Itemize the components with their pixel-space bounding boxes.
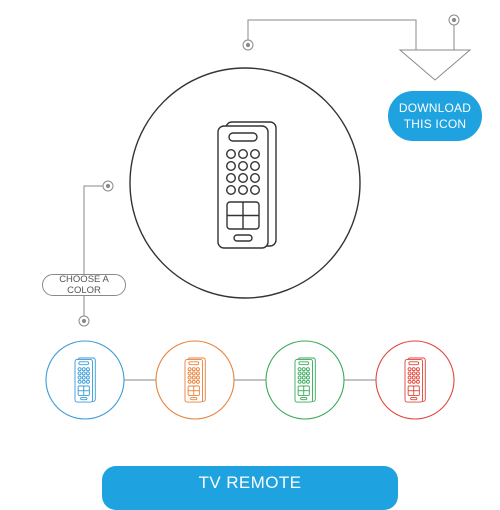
tv-remote-icon (74, 357, 96, 403)
remote-number-button (411, 367, 416, 372)
remote-bottom-button (190, 397, 198, 401)
remote-number-button (301, 379, 306, 384)
download-connector (242, 14, 460, 51)
choose-color-label: CHOOSE A COLOR (59, 274, 109, 296)
remote-number-button (238, 149, 249, 160)
remote-number-button (225, 149, 237, 160)
remote-number-button (77, 367, 82, 372)
remote-dpad (187, 385, 200, 396)
remote-number-button (250, 185, 261, 196)
remote-power-button (188, 361, 200, 366)
download-button[interactable]: DOWNLOAD THIS ICON (388, 91, 482, 141)
remote-number-button (250, 161, 261, 172)
remote-number-button (225, 173, 237, 184)
remote-dpad (407, 385, 420, 396)
remote-number-button (411, 371, 416, 376)
color-variant-green[interactable] (265, 340, 345, 420)
remote-bottom-button (233, 234, 253, 242)
choose-color-connector (78, 180, 114, 327)
remote-number-button (301, 367, 306, 372)
download-label-line1: DOWNLOAD (398, 101, 472, 115)
remote-number-button (411, 379, 416, 384)
remote-number-button (297, 367, 302, 372)
remote-number-button (238, 173, 249, 184)
remote-number-button (407, 379, 412, 384)
remote-number-button (187, 375, 192, 380)
remote-power-button (228, 132, 258, 142)
tv-remote-icon[interactable] (217, 121, 277, 249)
remote-power-button (408, 361, 420, 366)
main-icon-circle (129, 67, 361, 299)
remote-number-button (85, 367, 90, 372)
color-variant-orange[interactable] (155, 340, 235, 420)
remote-number-button (195, 371, 200, 376)
remote-number-button (77, 375, 82, 380)
remote-number-button (238, 161, 249, 172)
icon-title-bar: TV REMOTE (102, 466, 398, 510)
remote-bottom-button (300, 397, 308, 401)
remote-number-button (305, 371, 310, 376)
remote-number-button (407, 375, 412, 380)
icon-title: TV REMOTE (198, 473, 302, 492)
remote-power-button (298, 361, 310, 366)
remote-number-button (415, 371, 420, 376)
remote-number-button (297, 371, 302, 376)
remote-number-button (85, 371, 90, 376)
remote-number-button (77, 379, 82, 384)
remote-number-button (81, 379, 86, 384)
remote-number-button (191, 371, 196, 376)
remote-number-button (191, 367, 196, 372)
remote-number-button (195, 375, 200, 380)
color-variant-blue[interactable] (45, 340, 125, 420)
remote-number-button (81, 367, 86, 372)
remote-number-button (305, 367, 310, 372)
download-arrow-icon[interactable] (398, 49, 472, 81)
remote-number-button (301, 371, 306, 376)
remote-number-button (81, 375, 86, 380)
tv-remote-icon (294, 357, 316, 403)
remote-number-button (81, 371, 86, 376)
choose-color-button[interactable]: CHOOSE A COLOR (42, 274, 126, 296)
remote-number-button (238, 185, 249, 196)
remote-number-button (187, 379, 192, 384)
color-variants-row (45, 340, 455, 420)
remote-number-button (191, 379, 196, 384)
remote-number-button (225, 185, 237, 196)
color-variant-red[interactable] (375, 340, 455, 420)
remote-front-body (217, 125, 269, 249)
remote-number-button (301, 375, 306, 380)
remote-number-button (305, 375, 310, 380)
remote-number-button (415, 367, 420, 372)
remote-number-button (85, 375, 90, 380)
remote-number-button (305, 379, 310, 384)
remote-number-button (407, 367, 412, 372)
remote-number-button (250, 173, 261, 184)
remote-number-button (411, 375, 416, 380)
remote-number-button (415, 379, 420, 384)
remote-bottom-button (80, 397, 88, 401)
remote-number-button (297, 379, 302, 384)
remote-number-button (195, 379, 200, 384)
remote-number-button (191, 375, 196, 380)
remote-number-button (187, 367, 192, 372)
remote-number-button (415, 375, 420, 380)
remote-number-button (77, 371, 82, 376)
download-label-line2: THIS ICON (403, 117, 467, 131)
remote-number-button (250, 149, 261, 160)
remote-dpad (297, 385, 310, 396)
remote-number-button (85, 379, 90, 384)
remote-power-button (78, 361, 90, 366)
remote-number-button (195, 367, 200, 372)
remote-bottom-button (410, 397, 418, 401)
tv-remote-icon (184, 357, 206, 403)
remote-number-button (297, 375, 302, 380)
remote-number-button (225, 161, 237, 172)
tv-remote-icon (404, 357, 426, 403)
remote-number-button (407, 371, 412, 376)
remote-number-button (187, 371, 192, 376)
